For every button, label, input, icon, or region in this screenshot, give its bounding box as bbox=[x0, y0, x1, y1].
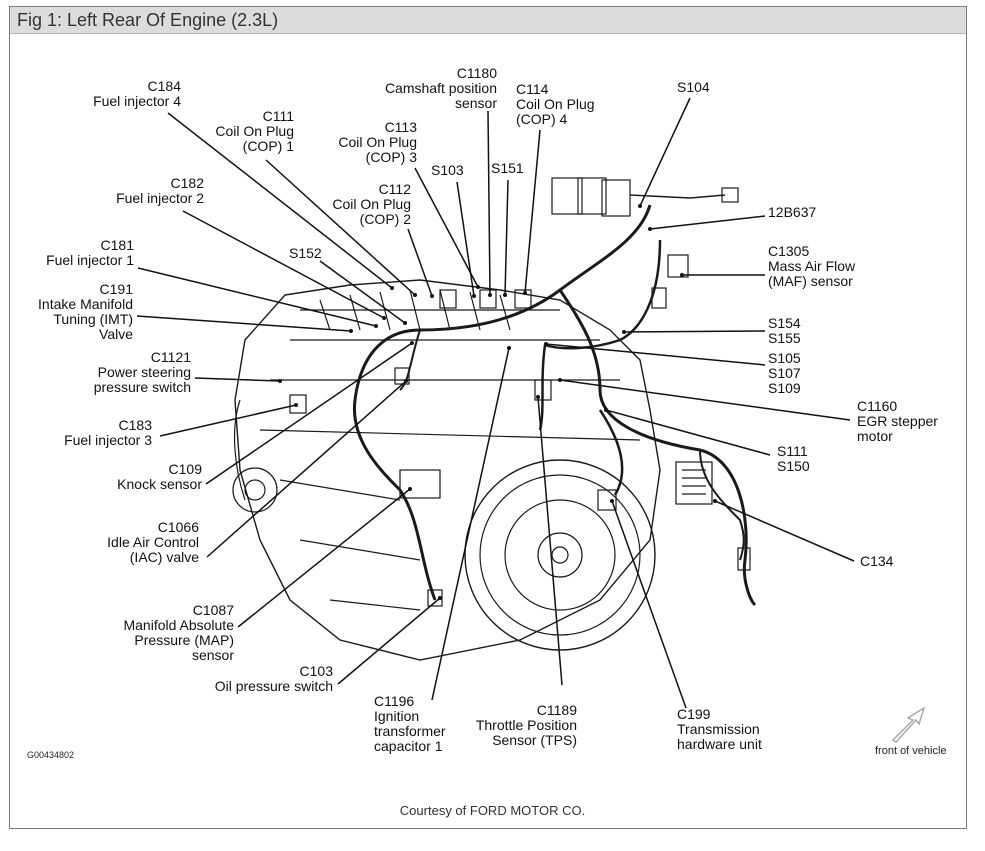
figure-id: G00434802 bbox=[27, 750, 75, 760]
figure-title-bar: Fig 1: Left Rear Of Engine (2.3L) bbox=[10, 7, 966, 34]
figure-title: Fig 1: Left Rear Of Engine (2.3L) bbox=[17, 10, 279, 30]
engine-illustration bbox=[232, 177, 757, 661]
front-of-vehicle-arrow-icon bbox=[891, 706, 926, 743]
callout-s104: S104 bbox=[677, 79, 710, 95]
leader-lines bbox=[136, 97, 855, 709]
callout-s152: S152 bbox=[289, 245, 322, 261]
courtesy-caption: Courtesy of FORD MOTOR CO. bbox=[399, 803, 586, 818]
leader-dots bbox=[278, 204, 717, 600]
callout-12b637: 12B637 bbox=[768, 204, 817, 220]
callout-s151: S151 bbox=[491, 160, 524, 176]
callout-s103: S103 bbox=[431, 162, 464, 178]
callout-c134: C134 bbox=[860, 553, 894, 569]
front-of-vehicle-label: front of vehicle bbox=[875, 745, 947, 757]
